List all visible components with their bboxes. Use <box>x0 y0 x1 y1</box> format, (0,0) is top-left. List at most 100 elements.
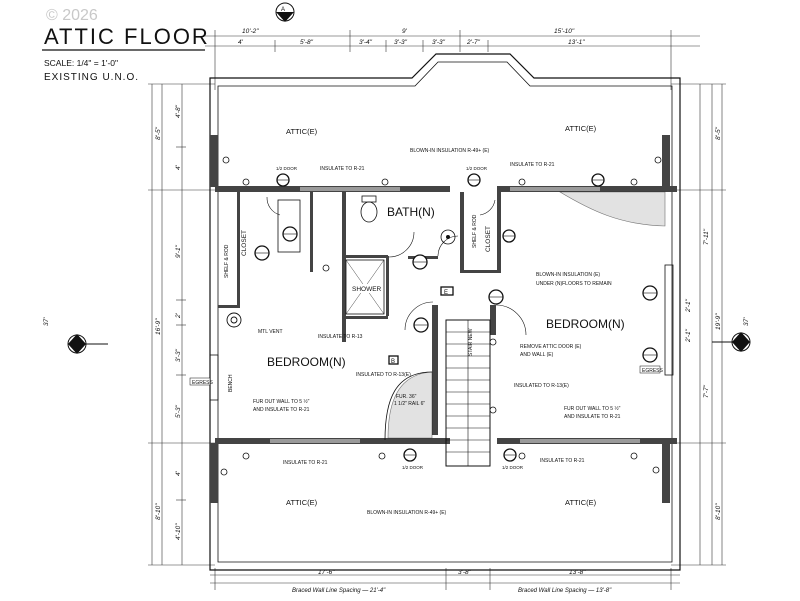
dim-right-r1: 7'-11" <box>703 228 710 245</box>
room-attic-bottom-right: ATTIC(E) <box>565 498 597 507</box>
stair: STAIR NEW <box>445 319 491 467</box>
window-left <box>209 354 219 401</box>
dim-top-2: 5'-8" <box>300 39 314 46</box>
dim-right-side: 37' <box>743 317 750 326</box>
note-remove-attic: REMOVE ATTIC DOOR (E) <box>520 344 582 350</box>
dim-top-mid: 9' <box>402 28 408 35</box>
svg-text:B: B <box>391 359 395 365</box>
section-marker-right <box>712 332 751 352</box>
stair-label: STAIR NEW <box>468 328 474 356</box>
bottom-note-right: Braced Wall Line Spacing — 13'-8" <box>518 588 612 594</box>
detail-bubble <box>276 173 290 187</box>
dim-bottom-1: 17'-6" <box>318 569 335 576</box>
egress-tag-right: EGRESS <box>639 365 664 374</box>
note-fur-right-2: AND INSULATE TO R-21 <box>564 414 621 420</box>
detail-bubble <box>254 245 270 261</box>
note-blown-bottom: BLOWN-IN INSULATION R-49+ (E) <box>367 510 447 516</box>
room-attic-top-left: ATTIC(E) <box>286 127 318 136</box>
svg-text:EGRESS: EGRESS <box>642 368 664 374</box>
dim-top-1: 4' <box>238 39 244 46</box>
dim-right-r2: 2'-1" <box>685 298 692 313</box>
dim-left-a1: 4'-8" <box>175 104 182 118</box>
outlet-dots <box>220 156 662 476</box>
existing-note: EXISTING U.N.O. <box>44 72 139 83</box>
dim-left-a3: 9'-1" <box>175 244 182 258</box>
scale-note: SCALE: 1/4" = 1'-0" <box>44 58 118 68</box>
note-mtl-vent: MTL VENT <box>258 329 283 335</box>
room-attic-bottom-left: ATTIC(E) <box>286 498 318 507</box>
tag-b: B <box>388 355 399 365</box>
door-tag-top-right: 1/2 DOOR <box>466 166 488 171</box>
dim-top-3: 3'-4" <box>359 39 373 46</box>
dim-right-r3: 2'-1" <box>685 328 692 343</box>
dim-top-4: 3'-3" <box>394 39 408 46</box>
door-tag-bottom-right: 1/2 DOOR <box>502 465 524 470</box>
note-closet-right: CLOSET <box>485 226 492 252</box>
detail-bubble <box>502 229 516 243</box>
dim-left-a6: 5'-3" <box>175 404 182 418</box>
dim-left-side: 37' <box>43 317 50 326</box>
note-bench: BENCH <box>228 374 234 392</box>
dim-top-7: 13'-1" <box>568 39 585 46</box>
dim-right-mid: 19'-9" <box>715 313 722 330</box>
note-insulate-bottom-left: INSULATE TO R-21 <box>283 460 328 466</box>
dim-right-bot: 8'-10" <box>715 503 722 520</box>
dim-bottom-3: 13'-8" <box>569 569 586 576</box>
note-shelf-rod-left: SHELF & ROD <box>224 244 230 278</box>
dim-left-a7: 4' <box>175 470 182 476</box>
dim-bottom-2: 3'-8" <box>458 569 472 576</box>
watermark: © 2026 <box>46 7 98 24</box>
detail-bubble <box>467 173 481 187</box>
dim-left-a2: 4' <box>175 164 182 170</box>
closet-box-left <box>277 199 301 253</box>
dim-left-a5: 3'-3" <box>175 348 182 362</box>
note-insulated-r13-right: INSULATED TO R-13(E) <box>514 383 569 389</box>
detail-bubble <box>642 285 658 301</box>
dim-right-r4: 7'-7" <box>703 384 710 398</box>
dim-left-a4: 2' <box>175 312 182 319</box>
sink <box>440 229 456 245</box>
note-insulated-r13e: INSULATED TO R-13(E) <box>356 372 411 378</box>
dim-left-mid: 16'-9" <box>155 318 162 335</box>
note-remove-attic-2: AND WALL (E) <box>520 352 554 358</box>
room-attic-top-right: ATTIC(E) <box>565 124 597 133</box>
dim-left-a8: 4'-10" <box>175 523 182 540</box>
svg-text:E: E <box>444 290 448 296</box>
note-fur-left-2: AND INSULATE TO R-21 <box>253 407 310 413</box>
room-bedroom-right: BEDROOM(N) <box>546 317 625 331</box>
note-blown-under-2: UNDER (N)FLOORS TO REMAIN <box>536 281 612 287</box>
note-fur-left: FUR OUT WALL TO 5 ½" <box>253 398 310 405</box>
note-blown-under: BLOWN-IN INSULATION (E) <box>536 272 600 278</box>
svg-text:EGRESS: EGRESS <box>192 380 214 386</box>
bottom-note-left: Braced Wall Line Spacing — 21'-4" <box>292 588 386 594</box>
note-rail: FUR. 36" <box>396 394 417 400</box>
dim-left-top: 8'-5" <box>155 126 162 140</box>
detail-bubble <box>503 448 517 462</box>
room-bath: BATH(N) <box>387 205 435 219</box>
section-marker-left <box>67 334 108 354</box>
door-tag-bottom-left: 1/2 DOOR <box>402 465 424 470</box>
dim-left-bot: 8'-10" <box>155 503 162 520</box>
shower: SHOWER <box>345 259 385 315</box>
dim-top-5: 3'-3" <box>432 39 446 46</box>
detail-bubble <box>488 289 504 305</box>
room-bedroom-left: BEDROOM(N) <box>267 355 346 369</box>
note-insulate-bottom-right: INSULATE TO R-21 <box>540 458 585 464</box>
detail-bubble <box>282 226 298 242</box>
svg-text:SHOWER: SHOWER <box>352 286 382 293</box>
detail-bubble <box>591 173 605 187</box>
detail-bubble <box>642 347 658 363</box>
note-insulate-r21-right: INSULATE TO R-21 <box>510 162 555 168</box>
note-insulate-r13: INSULATE TO R-13 <box>318 334 363 340</box>
detail-bubble <box>403 448 417 462</box>
note-blown-top: BLOWN-IN INSULATION R-49+ (E) <box>410 148 490 154</box>
svg-text:A: A <box>281 7 285 13</box>
detail-bubble <box>413 317 429 333</box>
plan-title: ATTIC FLOOR <box>44 24 210 49</box>
note-shelf-rod-right: SHELF & ROD <box>472 214 478 248</box>
egress-tag-left: EGRESS <box>189 377 214 386</box>
dim-top-overall-right: 15'-10" <box>554 28 575 35</box>
exterior-wall-outline <box>209 53 681 571</box>
note-closet-left: CLOSET <box>241 230 248 256</box>
